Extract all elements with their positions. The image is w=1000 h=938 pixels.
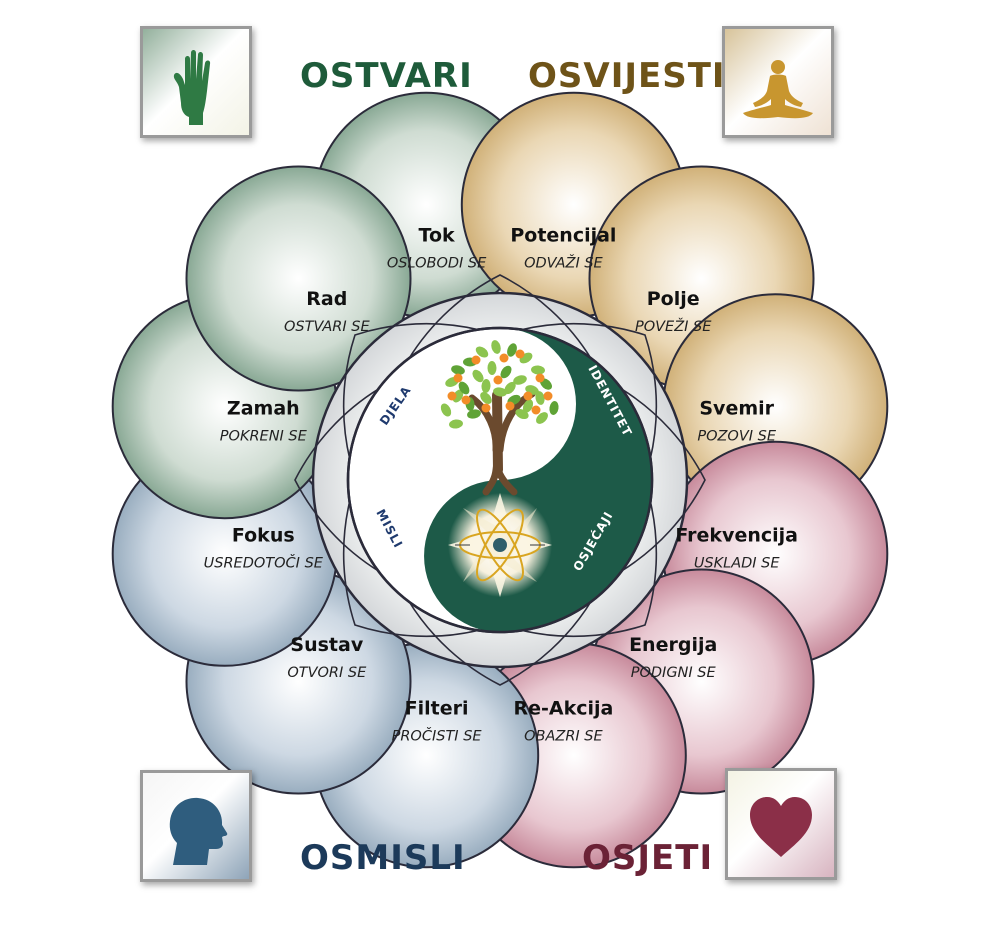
title-ostvari: OSTVARI [300,56,473,96]
osjeti-icon-box [725,768,837,880]
petal-action: OSTVARI SE [284,319,370,335]
petal-title: Rad [306,288,347,310]
tree-icon [440,340,559,496]
petal-action: USREDOTOČI SE [204,553,324,571]
title-osmisli: OSMISLI [300,838,466,878]
head-profile-icon [169,797,228,865]
petal-title: Zamah [227,398,300,420]
meditation-icon [743,60,813,119]
petal-title: Filteri [405,698,469,720]
petal-action: USKLADI SE [694,555,781,571]
petal-action: PODIGNI SE [631,665,717,681]
osmisli-icon-box [140,770,252,882]
petal-title: Tok [419,224,455,246]
petal-title: Potencijal [510,224,616,246]
petal-action: OBAZRI SE [524,729,603,745]
petal-action: POZOVI SE [697,429,777,445]
ostvari-icon-box [140,26,252,138]
petal-action: ODVAŽI SE [524,253,603,271]
petal-action: POVEŽI SE [635,317,712,335]
heart-icon [750,797,812,857]
petal-ring [111,91,889,869]
atom-icon [448,493,552,597]
petal-title: Frekvencija [675,524,798,546]
title-osvijesti: OSVIJESTI [528,56,726,96]
osvijesti-icon-box [722,26,834,138]
petal-title: Re-Akcija [513,698,613,720]
petal-action: OSLOBODI SE [387,255,487,271]
petal-title: Fokus [232,524,295,546]
petal-action: PROČISTI SE [392,727,483,745]
petal-action: OTVORI SE [287,665,367,681]
petal-title: Sustav [290,634,363,656]
petal-action: POKRENI SE [220,429,308,445]
petal-title: Svemir [699,398,774,420]
hand-icon [173,50,211,125]
title-osjeti: OSJETI [582,838,714,878]
petal-title: Polje [647,288,700,310]
yin-yang-outline [346,326,654,634]
petal-title: Energija [629,634,717,656]
